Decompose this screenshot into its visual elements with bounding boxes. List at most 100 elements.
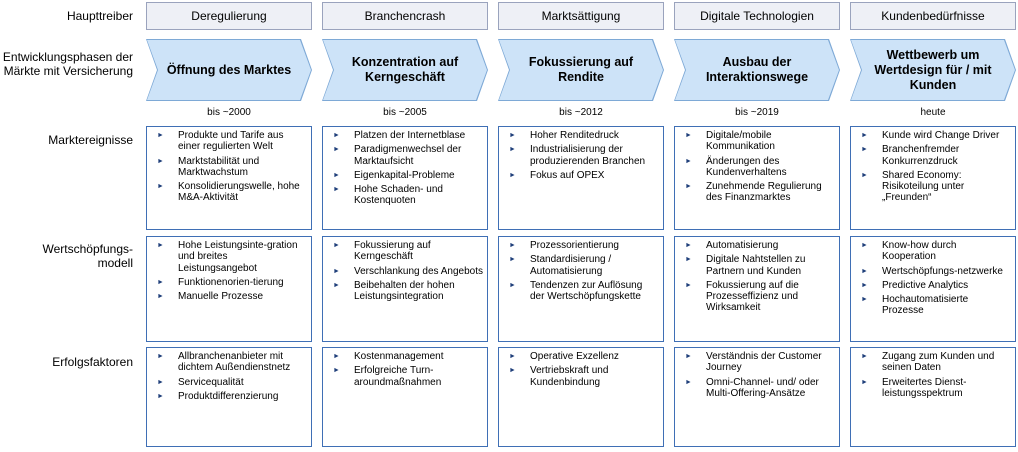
- list-item: ►Fokus auf OPEX: [507, 170, 659, 181]
- value-chain-box: ► Know-how durch Kooperation ► Wertschöpfun…: [850, 236, 1016, 342]
- bullet-list: ►Digitale/mobile Kommunikation►Änderunge…: [683, 130, 835, 204]
- triangle-right-icon: ►: [861, 296, 868, 304]
- bullet-list: ►Automatisierung►Digitale Nahtstellen zu…: [683, 240, 835, 314]
- phase-chevron: Fokussierung auf Rendite: [499, 40, 663, 100]
- bullet-list: ►Operative Exzellenz►Vertriebskraft und …: [507, 351, 659, 388]
- triangle-right-icon: ►: [509, 146, 516, 154]
- triangle-right-icon: ►: [861, 281, 868, 289]
- list-item: ►Erfolgreiche Turn-aroundmaßnahmen: [331, 365, 483, 388]
- list-item-text: Eigenkapital-Probleme: [354, 169, 455, 181]
- list-item: ►Allbranchenanbieter mit dichtem Außendi…: [155, 351, 307, 374]
- list-item-text: Standardisierung / Automatisierung: [530, 254, 612, 277]
- bullet-list: ►Hoher Renditedruck ►Industrialisierung d…: [507, 130, 659, 181]
- driver-box: Branchencrash: [322, 2, 488, 30]
- triangle-right-icon: ►: [157, 293, 164, 301]
- list-item-text: Fokussierung auf die Prozesseffizienz un…: [706, 279, 799, 314]
- list-item: ►Digitale/mobile Kommunikation: [683, 130, 835, 153]
- bullet-list: ►Platzen der Internetblase ►Paradigmenwec…: [331, 130, 483, 207]
- list-item-text: Zugang zum Kunden und seinen Daten: [882, 351, 995, 374]
- value-chain-box: ►Automatisierung►Digitale Nahtstellen zu…: [674, 236, 840, 342]
- triangle-right-icon: ►: [333, 242, 340, 249]
- driver-box: Digitale Technologien: [674, 2, 840, 30]
- list-item-text: Erfolgreiche Turn-aroundmaßnahmen: [354, 365, 442, 388]
- list-item-text: Hohe Leistungsinte-gration und breites L…: [178, 240, 298, 274]
- list-item-text: Beibehalten der hohen Leistungsintegrati…: [354, 279, 455, 303]
- list-item-text: Wertschöpfungs-netzwerke: [882, 265, 1003, 277]
- phase-year: bis ~2019: [735, 107, 779, 118]
- list-item: ►Hohe Leistungsinte-gration und breites …: [155, 240, 307, 274]
- list-item-text: Hohe Schaden- und Kostenquoten: [354, 184, 443, 207]
- list-item-text: Tendenzen zur Auflösung der Wertschöpfun…: [530, 279, 643, 303]
- triangle-right-icon: ►: [157, 392, 164, 400]
- triangle-right-icon: ►: [333, 186, 340, 194]
- list-item-text: Operative Exzellenz: [530, 351, 619, 362]
- triangle-right-icon: ►: [685, 132, 692, 139]
- list-item-text: Know-how durch Kooperation: [882, 240, 957, 263]
- triangle-right-icon: ►: [509, 256, 516, 264]
- list-item-text: Kunde wird Change Driver: [882, 130, 1000, 141]
- success-factors-box: ►Operative Exzellenz►Vertriebskraft und …: [498, 347, 664, 447]
- list-item: ►Paradigmenwechsel der Marktaufsicht: [331, 144, 483, 167]
- phase-chevron: Wettbewerb um Wertdesign für / mit Kunde…: [851, 40, 1015, 100]
- list-item: ►Marktstabilität und Marktwachstum: [155, 156, 307, 179]
- market-events-box: ►Digitale/mobile Kommunikation►Änderunge…: [674, 126, 840, 230]
- phase-year: bis ~2012: [559, 107, 603, 118]
- market-events-box: ►Platzen der Internetblase ►Paradigmenwec…: [322, 126, 488, 230]
- value-chain-box: ► Hohe Leistungsinte-gration und breites …: [146, 236, 312, 342]
- success-factors-box: ►Verständnis der Customer Journey►Omni-C…: [674, 347, 840, 447]
- bullet-list: ► Prozessorientierung ► Standardisierung / …: [507, 240, 659, 302]
- triangle-right-icon: ►: [861, 242, 868, 249]
- list-item: ►Industrialisierung der produzierenden B…: [507, 144, 659, 167]
- success-factors-box: ► Zugang zum Kunden und seinen Daten ► Erwe…: [850, 347, 1016, 447]
- triangle-right-icon: ►: [157, 278, 164, 286]
- triangle-right-icon: ►: [333, 353, 340, 360]
- list-item-text: Shared Economy: Risikoteilung unter „Fre…: [882, 169, 965, 204]
- list-item: ►Produktdifferenzierung: [155, 391, 307, 402]
- list-item: ►Platzen der Internetblase: [331, 130, 483, 141]
- list-item-text: Hochautomatisierte Prozesse: [882, 294, 969, 317]
- list-item: ► Beibehalten der hohen Leistungsintegrat…: [331, 280, 483, 303]
- phase-year: heute: [920, 107, 946, 118]
- triangle-right-icon: ►: [861, 378, 868, 386]
- list-item-text: Produkte und Tarife aus einer regulierte…: [178, 130, 284, 153]
- triangle-right-icon: ►: [861, 132, 868, 139]
- value-chain-box: ►Fokussierung auf Kerngeschäft►Verschlan…: [322, 236, 488, 342]
- list-item-text: Manuelle Prozesse: [178, 291, 264, 303]
- list-item: ►Hoher Renditedruck: [507, 130, 659, 141]
- bullet-list: ► Hohe Leistungsinte-gration und breites …: [155, 240, 307, 302]
- list-item: ►Tendenzen zur Auflösung der Wertschöpfu…: [507, 280, 659, 303]
- triangle-right-icon: ►: [509, 242, 516, 249]
- bullet-list: ►Kostenmanagement►Erfolgreiche Turn-arou…: [331, 351, 483, 388]
- list-item-text: Änderungen des Kundenverhaltens: [706, 155, 787, 178]
- market-events-box: ►Kunde wird Change Driver►Branchenfremde…: [850, 126, 1016, 230]
- list-item-text: Prozessorientierung: [530, 240, 619, 251]
- list-item: ►Konsolidierungswelle, hohe M&A-Aktivitä…: [155, 181, 307, 204]
- list-item-text: Verschlankung des Angebots: [354, 265, 483, 277]
- market-events-box: ► Produkte und Tarife aus einer reguliert…: [146, 126, 312, 230]
- bullet-list: ►Kunde wird Change Driver►Branchenfremde…: [859, 130, 1011, 204]
- list-item-text: Erweitertes Dienst-leistungsspektrum: [882, 376, 967, 399]
- list-item: ► Wertschöpfungs-netzwerke: [859, 266, 1011, 277]
- triangle-right-icon: ►: [685, 281, 692, 289]
- triangle-right-icon: ►: [333, 132, 340, 139]
- row-label-value-chain: Wertschöpfungs-modell: [42, 242, 134, 270]
- triangle-right-icon: ►: [333, 281, 340, 289]
- list-item-text: Predictive Analytics: [882, 279, 969, 291]
- triangle-right-icon: ►: [685, 183, 692, 191]
- market-events-box: ►Hoher Renditedruck ►Industrialisierung d…: [498, 126, 664, 230]
- triangle-right-icon: ►: [861, 171, 868, 179]
- list-item-text: Allbranchenanbieter mit dichtem Außendie…: [178, 351, 291, 374]
- triangle-right-icon: ►: [157, 378, 164, 386]
- triangle-right-icon: ►: [861, 267, 868, 275]
- triangle-right-icon: ►: [861, 353, 868, 360]
- triangle-right-icon: ►: [333, 146, 340, 154]
- row-label-drivers: Haupttreiber: [66, 9, 133, 23]
- bullet-list: ►Fokussierung auf Kerngeschäft►Verschlan…: [331, 240, 483, 302]
- list-item: ► Hochautomatisierte Prozesse: [859, 294, 1011, 317]
- triangle-right-icon: ►: [157, 183, 164, 191]
- triangle-right-icon: ►: [509, 171, 516, 179]
- phase-chevron: Öffnung des Marktes: [147, 40, 311, 100]
- list-item: ► Shared Economy: Risikoteilung unter „Fr…: [859, 170, 1011, 204]
- bullet-list: ► Produkte und Tarife aus einer reguliert…: [155, 130, 307, 204]
- list-item: ►Vertriebskraft und Kundenbindung: [507, 365, 659, 388]
